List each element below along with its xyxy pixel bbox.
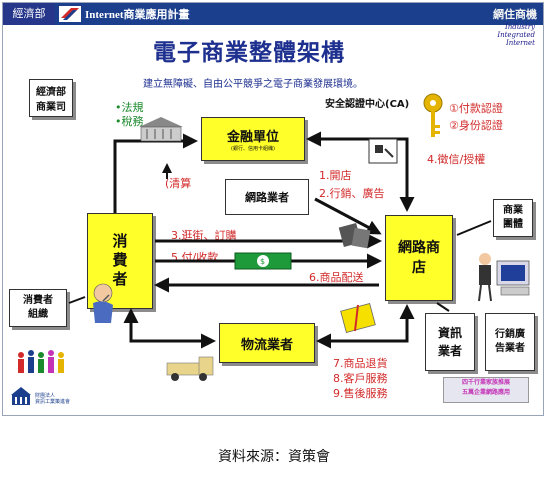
gift-box-icon [340, 303, 376, 333]
key-icon [423, 93, 443, 137]
it-vendor-node: 資訊業者 [425, 313, 475, 371]
consumer-org-link [68, 296, 86, 304]
shopping-bags-icon [338, 223, 371, 249]
ministry-tag: 經濟部 [3, 3, 55, 25]
settlement-label: (清算 [165, 177, 192, 190]
corner-subtitle: Industry Integrated Internet [497, 23, 535, 47]
subtitle: 建立無障礙、自由公平競爭之電子商業發展環境。 [143, 79, 363, 90]
regulation-item: •法規 [115, 101, 144, 114]
slide-frame: 經濟部 Internet商業應用計畫 網住商機 Industry Integra… [2, 2, 544, 416]
source-caption: 資料來源：資策會 [218, 449, 330, 465]
flag-logo-icon [59, 6, 81, 22]
browse-order-label: 3.逛街、訂購 [171, 229, 237, 242]
consumer-node: 消費者 [87, 213, 153, 309]
payment-cert-label: ①付款認證 [449, 102, 503, 115]
business-group-link [456, 220, 492, 236]
finance-label: 金融單位 [226, 130, 279, 145]
business-group-node: 商業團體 [493, 199, 533, 237]
computer-icon [496, 260, 530, 296]
logistics-shop-arrow [316, 304, 415, 349]
logistics-node: 物流業者 [219, 323, 315, 363]
crowd-icon [18, 350, 64, 373]
certificate-icon [368, 138, 398, 164]
it-vendor-link [436, 302, 450, 312]
marketing-node: 行銷廣告業者 [485, 313, 535, 371]
identity-cert-label: ②身份認證 [449, 119, 503, 132]
finance-node: 金融單位 (銀行、信用卡組織) [201, 117, 305, 161]
network-operator-node: 網路業者 [225, 179, 309, 215]
after-sales-label: 9.售後服務 [333, 387, 388, 400]
ministry-office-box: 經濟部 商業司 [29, 79, 73, 117]
ca-center-label: 安全認證中心(CA) [325, 99, 410, 110]
program-title: Internet商業應用計畫 [85, 9, 190, 21]
institute-logo-icon [11, 387, 31, 405]
main-title: 電子商業整體架構 [153, 39, 345, 66]
header-bar: 經濟部 Internet商業應用計畫 網住商機 [3, 3, 543, 25]
customer-service-label: 8.客戶服務 [333, 372, 388, 385]
flow-arrows: $ [11, 93, 530, 405]
org-name: 財團法人 資訊工業策進會 [35, 393, 71, 405]
finance-shop-arrow [306, 131, 415, 212]
building-icon [139, 117, 183, 142]
consumer-logistics-arrow [123, 308, 216, 349]
operator-shop-arrow [314, 197, 382, 235]
finance-note: (銀行、信用卡組織) [231, 146, 275, 152]
consumer-finance-arrow [113, 133, 198, 213]
truck-icon [166, 356, 214, 381]
consumer-org-node: 消費者組織 [9, 289, 67, 327]
tax-item: •稅務 [115, 115, 144, 128]
corner-title: 網住商機 [493, 8, 537, 21]
businessman-icon [478, 253, 492, 302]
thinking-person-icon [93, 283, 113, 323]
delivery-label: 6.商品配送 [309, 271, 364, 284]
svg-text:$: $ [260, 257, 265, 266]
money-icon: $ [234, 252, 292, 270]
program-banner: 四千行業家族推展 五萬企業網路應用 [443, 377, 529, 403]
credit-label: 4.徵信/授權 [427, 153, 486, 166]
shop-node: 網路商店 [385, 215, 453, 301]
returns-label: 7.商品退貨 [333, 357, 388, 370]
